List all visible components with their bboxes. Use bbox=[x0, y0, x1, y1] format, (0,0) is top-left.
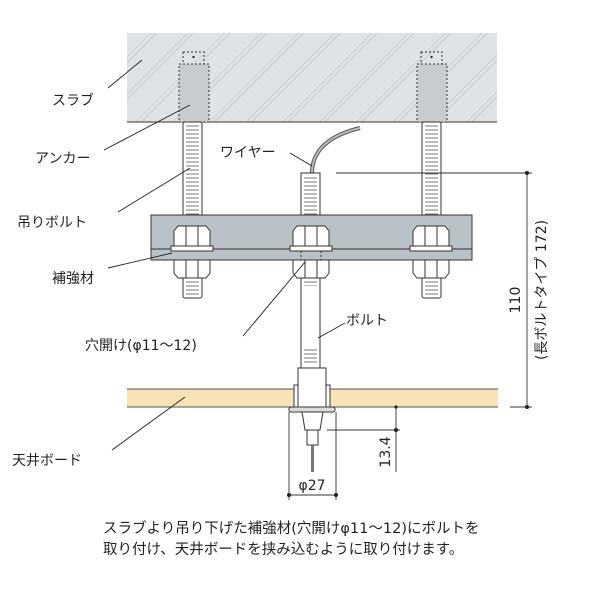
label-ceiling-board: 天井ボード bbox=[12, 453, 82, 469]
label-slab: スラブ bbox=[52, 92, 94, 109]
anchor-left bbox=[178, 51, 210, 123]
label-hanging-bolt: 吊りボルト bbox=[17, 215, 87, 231]
nuts bbox=[170, 225, 453, 279]
caption-line-2: 取り付け、天井ボードを挟み込むように取り付けます。 bbox=[103, 541, 463, 558]
dim-protrusion: 13.4 bbox=[378, 436, 394, 467]
nut-right bbox=[409, 225, 453, 279]
label-bolt: ボルト bbox=[346, 313, 388, 329]
dim-diameter: φ27 bbox=[298, 478, 325, 494]
label-hole: 穴開け(φ11〜12) bbox=[85, 338, 197, 354]
fixture-body bbox=[288, 367, 336, 472]
dim-long-bolt-note: (長ボルトタイプ 172) bbox=[534, 220, 550, 360]
nut-left bbox=[170, 225, 214, 279]
label-reinforcement: 補強材 bbox=[52, 271, 94, 287]
label-anchor: アンカー bbox=[35, 151, 90, 167]
dimension-lines bbox=[288, 172, 532, 500]
dim-height: 110 bbox=[508, 287, 524, 314]
caption-line-1: スラブより吊り下げた補強材(穴開けφ11〜12)にボルトを bbox=[103, 519, 480, 537]
anchor-right bbox=[416, 51, 448, 123]
leader-lines bbox=[103, 59, 346, 451]
label-wire: ワイヤー bbox=[220, 145, 276, 161]
nut-center bbox=[289, 225, 333, 279]
dimension-dots bbox=[287, 171, 529, 497]
